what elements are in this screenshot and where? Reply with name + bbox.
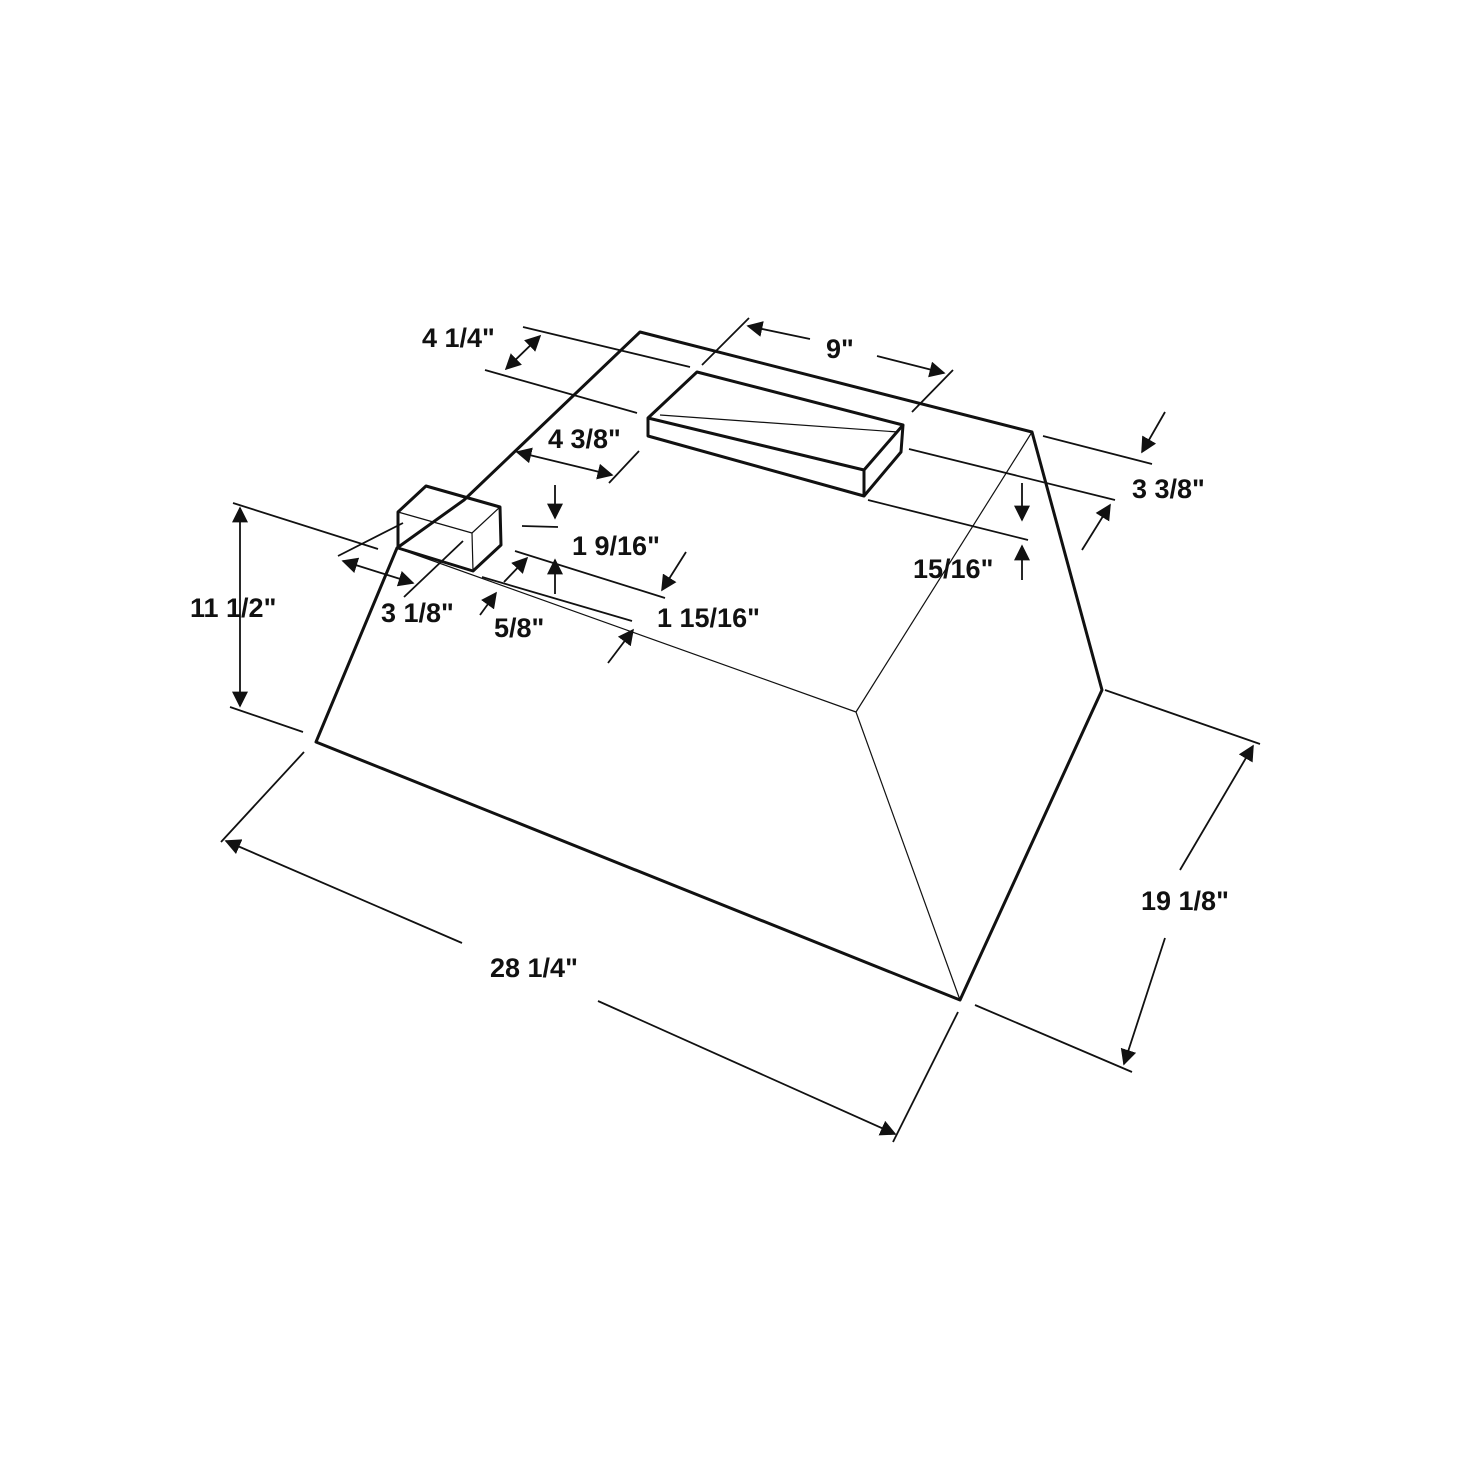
label-overall-depth: 19 1/8" — [1141, 886, 1229, 916]
box-outline — [396, 484, 503, 573]
front-top-edge — [396, 547, 857, 713]
dim-line-overall-width-left — [224, 839, 463, 944]
dim-line-vent-width-right — [876, 355, 946, 378]
top-vent — [646, 370, 905, 498]
dim-line-box-offset-a — [479, 591, 497, 616]
dim-line-overall-depth-bottom — [1120, 937, 1166, 1066]
dim-line-vent-width-left — [746, 321, 811, 340]
hood-outline — [314, 330, 1104, 1002]
top-right-edge — [855, 431, 1033, 713]
label-vent-offset-left: 4 3/8" — [548, 424, 621, 454]
vent-front-face — [646, 418, 866, 498]
extension-lines — [220, 317, 1261, 1143]
dimension-labels: 4 1/4" 9" 4 3/8" 3 3/8" 1 9/16" 15/16" 1… — [190, 323, 1229, 983]
dim-line-top-depth-right-b — [1081, 503, 1111, 551]
dim-line-top-depth-right-a — [1141, 411, 1166, 454]
label-small-box-height: 1 9/16" — [572, 531, 660, 561]
dimension-lines — [224, 321, 1254, 1136]
box-top-right-edge — [471, 506, 501, 534]
label-small-box-depth: 1 15/16" — [657, 603, 760, 633]
label-top-vent-width: 9" — [826, 334, 854, 364]
hood-body — [314, 330, 1104, 1002]
label-overall-height: 11 1/2" — [190, 593, 276, 623]
vent-top-face — [646, 370, 905, 472]
label-small-box-offset: 5/8" — [494, 613, 544, 643]
label-top-depth-left: 4 1/4" — [422, 323, 495, 353]
vent-right-face — [862, 424, 905, 497]
dim-line-box-width — [341, 557, 415, 587]
vent-inner-edge — [659, 414, 899, 433]
front-corner-edge — [855, 711, 961, 1001]
dim-line-vent-offset — [515, 447, 614, 480]
label-vent-height: 15/16" — [913, 554, 993, 584]
box-front-vertical-edge — [471, 532, 474, 572]
dim-line-box-offset-b — [503, 556, 529, 583]
label-overall-width: 28 1/4" — [490, 953, 578, 983]
label-small-box-width: 3 1/8" — [381, 598, 454, 628]
dim-line-box-depth — [607, 628, 634, 664]
label-top-depth-right: 3 3/8" — [1132, 474, 1205, 504]
dim-line-top-depth-left — [504, 334, 542, 371]
box-top-front-edge — [397, 511, 473, 534]
dim-line-overall-width-right — [597, 1000, 897, 1136]
dim-line-box-height-c — [661, 551, 687, 592]
junction-box — [396, 484, 503, 573]
dim-line-overall-depth-top — [1179, 744, 1254, 871]
